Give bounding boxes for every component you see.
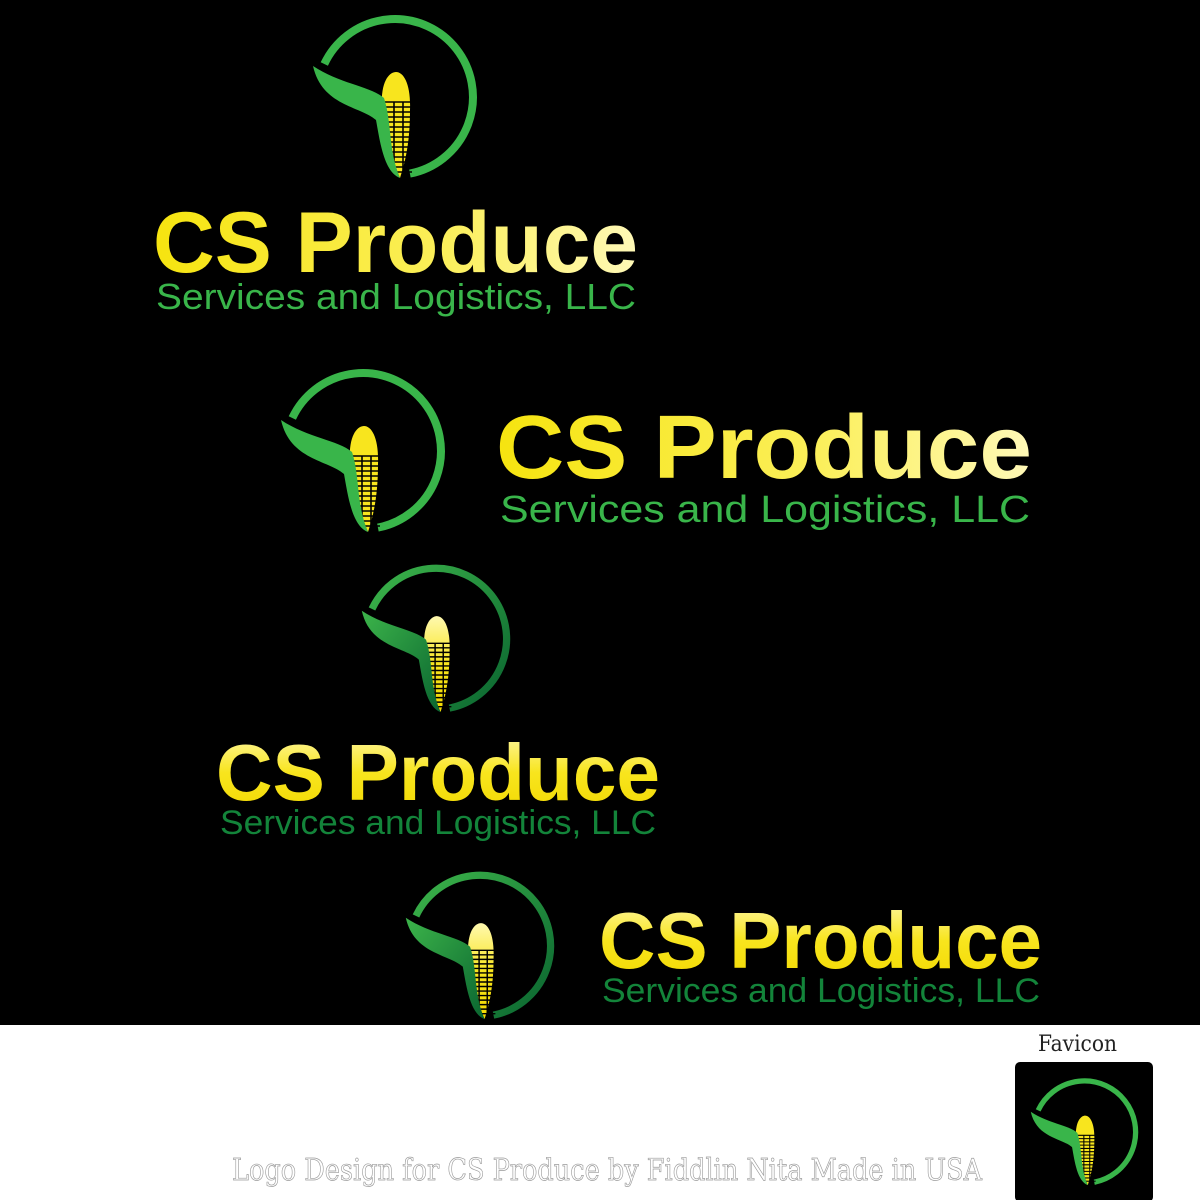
logo-subtitle: Services and Logistics, LLC — [500, 489, 1030, 531]
logo-title: CS Produce — [153, 195, 638, 291]
black-backdrop — [0, 0, 1200, 1025]
logo-title: CS Produce — [599, 896, 1042, 985]
white-footer-area — [0, 1025, 1200, 1200]
logo-title: CS Produce — [216, 728, 660, 817]
logo-variant-4: CS Produce Services and Logistics, LLC — [406, 875, 1042, 1019]
logo-variant-1: CS Produce Services and Logistics, LLC — [153, 19, 638, 317]
favicon-label: Favicon — [1038, 1032, 1117, 1057]
designer-credit: Logo Design for CS Produce by Fiddlin Ni… — [232, 1153, 982, 1188]
favicon-preview: Favicon — [1015, 1032, 1153, 1200]
logo-subtitle: Services and Logistics, LLC — [156, 276, 636, 317]
logo-subtitle: Services and Logistics, LLC — [220, 804, 656, 842]
logo-variant-2: CS Produce Services and Logistics, LLC — [281, 373, 1032, 532]
logo-variant-3: CS Produce Services and Logistics, LLC — [216, 568, 660, 842]
logo-subtitle: Services and Logistics, LLC — [602, 972, 1040, 1010]
logo-title: CS Produce — [496, 398, 1032, 498]
